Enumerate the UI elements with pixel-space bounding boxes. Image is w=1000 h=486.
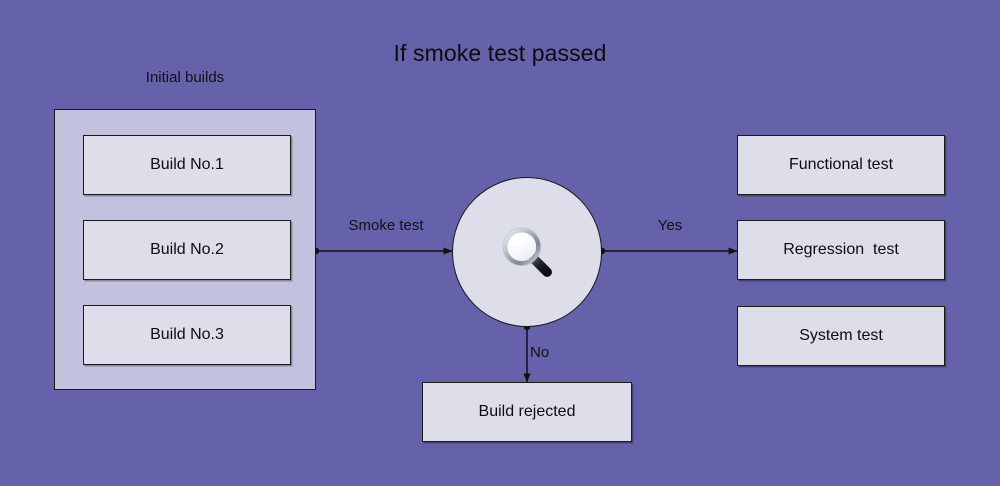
node-label: Regression test [783,241,899,258]
node-system-test[interactable]: System test [737,306,945,366]
node-label: System test [799,327,883,344]
node-label: Build No.2 [150,241,224,258]
decision-node-smoke-test[interactable] [452,177,602,327]
edge-label-no: No [530,344,550,361]
node-build-no-2[interactable]: Build No.2 [83,220,291,280]
node-build-no-3[interactable]: Build No.3 [83,305,291,365]
node-label: Build No.1 [150,156,224,173]
node-label: Build rejected [478,403,576,420]
node-label: Build No.3 [150,326,224,343]
edge-label-yes: Yes [657,217,683,234]
edge-label-smoke-test: Smoke test [348,217,424,234]
node-label: Functional test [788,156,894,173]
group-caption-initial-builds: Initial builds [145,69,225,86]
node-build-rejected[interactable]: Build rejected [422,382,632,442]
edge-smoke-test [312,247,453,255]
node-build-no-1[interactable]: Build No.1 [83,135,291,195]
magnifying-glass-icon [502,227,552,277]
edge-yes [598,247,738,255]
node-functional-test[interactable]: Functional test [737,135,945,195]
node-regression-test[interactable]: Regression test [737,220,945,280]
diagram-title: If smoke test passed [393,40,607,66]
